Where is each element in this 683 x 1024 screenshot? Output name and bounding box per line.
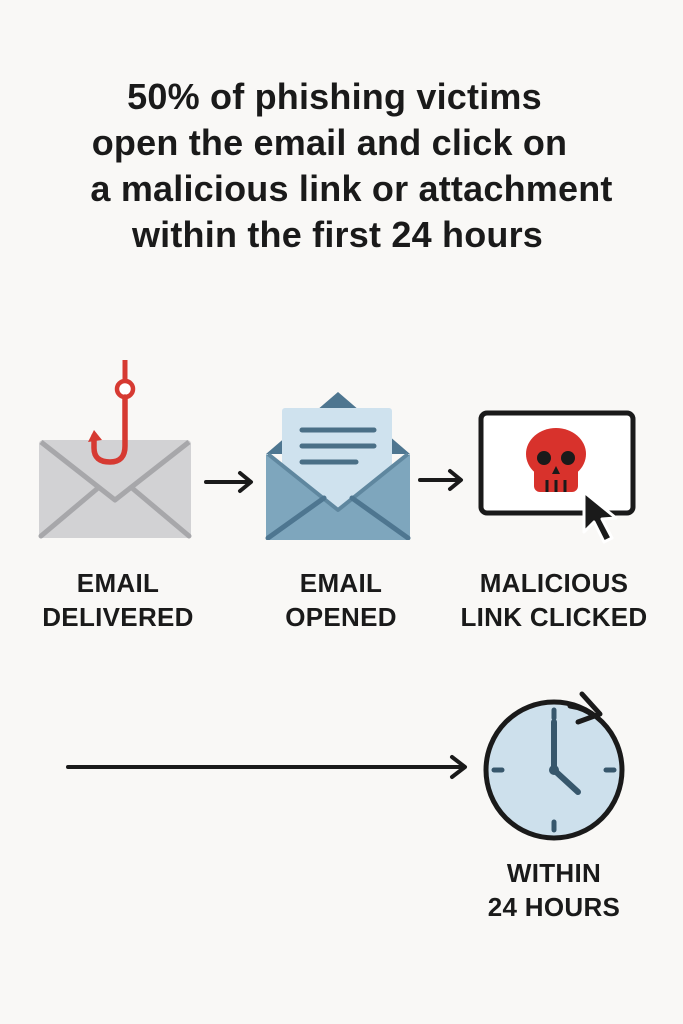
timeframe-label: WITHIN 24 HOURS: [487, 858, 621, 922]
clock-icon: [478, 688, 628, 844]
arrow-right-icon: [204, 468, 256, 496]
hooked-envelope-icon: [36, 360, 196, 540]
headline-line: within the first 24 hours: [131, 214, 544, 255]
step-label-email-delivered: EMAIL DELIVERED: [42, 568, 194, 632]
step-label-link-clicked: MALICIOUS LINK CLICKED: [460, 568, 648, 632]
timeline-arrow-icon: [64, 752, 472, 782]
arrow-right-icon: [418, 466, 466, 494]
skull-screen-icon: [476, 408, 636, 546]
skull-icon: [526, 428, 586, 492]
cursor-icon: [582, 490, 618, 544]
headline-line: a malicious link or attachment: [90, 168, 613, 209]
headline-line: 50% of phishing victims: [127, 76, 542, 117]
headline: 50% of phishing victims open the email a…: [0, 74, 683, 258]
open-envelope-icon: [262, 388, 414, 540]
headline-line: open the email and click on: [91, 122, 568, 163]
step-label-email-opened: EMAIL OPENED: [285, 568, 397, 632]
